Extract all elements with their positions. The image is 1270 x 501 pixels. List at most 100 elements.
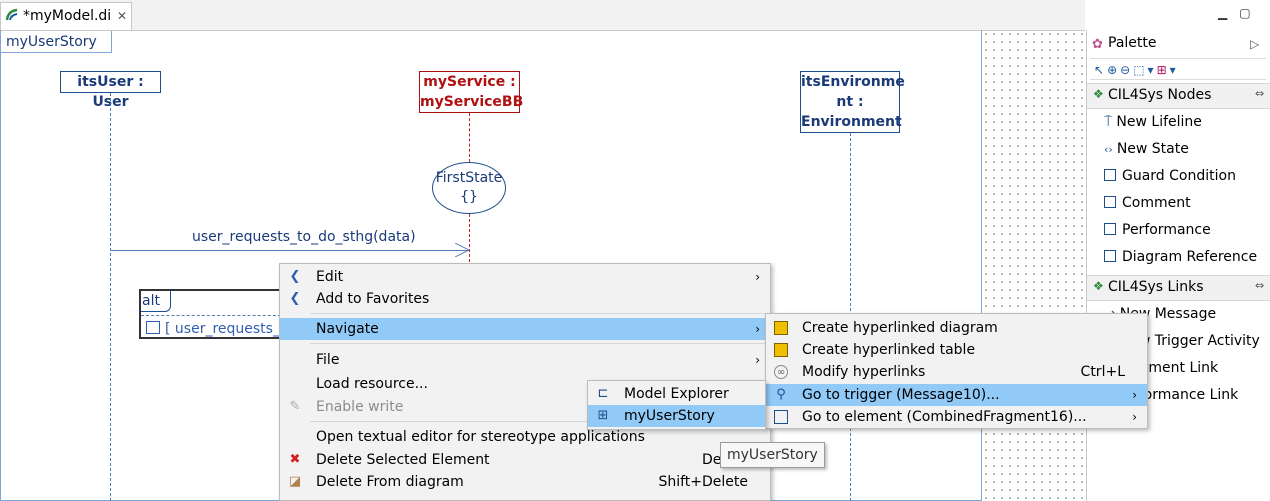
guard-text: [ user_requests_to [165,321,295,337]
performance-tool-icon [1104,223,1116,235]
menu-item-navigate[interactable]: Navigate › [280,318,770,340]
lifeline-label-line3: Environment [801,114,902,130]
eraser-icon: ◪ [288,474,302,489]
maximize-icon[interactable]: ▢ [1239,6,1263,20]
drawer-label: CIL4Sys Nodes [1108,87,1212,103]
palette-collapse-icon[interactable]: ▷ [1250,37,1260,51]
state-name: FirstState [435,170,503,186]
menu-item-label: myUserStory [624,408,715,424]
lifeline-its-environment[interactable]: itsEnvironme nt : Environment [800,71,905,133]
edit-icon: ❮ [289,269,301,284]
menu-item-label: Modify hyperlinks [802,364,926,380]
menu-item-label: Open textual editor for stereotype appli… [316,429,645,445]
menu-item-shortcut: Ctrl+L [1080,364,1125,380]
palette-drawer-links[interactable]: ❖ CIL4Sys Links ⇔ [1087,275,1270,301]
palette-title: Palette [1108,35,1157,51]
menu-item-model-explorer[interactable]: ⊏ Model Explorer [588,383,765,405]
papyrus-icon [5,8,18,21]
lifeline-label-line1: itsEnvironme [801,74,905,90]
interaction-frame-label[interactable]: myUserStory [0,31,112,53]
menu-item-go-to-trigger[interactable]: ⚲ Go to trigger (Message10)... › [766,384,1147,406]
guard-icon [146,321,160,334]
lifeline-my-service-line [469,113,470,162]
drawer-icon: ❖ [1093,279,1104,293]
fragment-guard[interactable]: [ user_requests_to [146,321,294,337]
menu-item-label: Enable write [316,399,404,415]
select-tool-icon[interactable]: ↖ [1094,63,1108,77]
message-label[interactable]: user_requests_to_do_sthg(data) [192,229,416,245]
search-icon: ⚲ [776,387,786,402]
menu-item-label: Add to Favorites [316,291,430,307]
zoom-in-icon[interactable]: ⊕ [1107,63,1121,77]
tool-label: Performance [1122,222,1211,238]
menu-item-label: Create hyperlinked diagram [802,320,998,336]
editor-tab-bar [0,0,1085,31]
message-line[interactable] [111,250,469,251]
fragment-operator: alt [141,290,171,312]
palette-drawer-nodes[interactable]: ❖ CIL4Sys Nodes ⇔ [1087,83,1270,109]
trigger-submenu: ⊏ Model Explorer ⊞ myUserStory [587,380,766,430]
menu-item-label: Create hyperlinked table [802,342,976,358]
menu-item-modify-hyperlinks[interactable]: ∞ Modify hyperlinks Ctrl+L [766,361,1147,383]
menu-item-create-hyperlinked-diagram[interactable]: Create hyperlinked diagram [766,317,1147,339]
palette-tool-new-state[interactable]: ‹›New State [1104,141,1189,157]
drawer-icon: ❖ [1093,87,1104,101]
menu-item-add-to-favorites[interactable]: ❮ Add to Favorites [280,288,770,310]
palette-tool-performance[interactable]: Performance [1104,222,1211,238]
comment-tool-icon [1104,196,1116,208]
message-arrowhead-icon [455,243,469,257]
menu-item-edit[interactable]: ❮ Edit › [280,266,770,288]
palette-icon: ✿ [1092,37,1103,52]
zoom-out-icon[interactable]: ⊖ [1120,63,1134,77]
menu-item-label: Edit [316,269,344,285]
chevron-right-icon: › [1132,388,1137,402]
tool-label: New Lifeline [1116,114,1202,130]
canvas-grid [982,30,1085,501]
combined-fragment[interactable] [139,289,289,339]
lifeline-my-service[interactable]: myService : myServiceBB [419,71,523,113]
navigate-submenu: Create hyperlinked diagram Create hyperl… [765,313,1148,429]
connection-dropdown-icon[interactable]: ▾ [1169,63,1179,77]
menu-item-file[interactable]: File › [280,349,770,371]
palette-tool-new-lifeline[interactable]: ⍑New Lifeline [1104,114,1202,130]
state-body: {} [460,189,478,205]
menu-item-load-resource[interactable]: Load resource... [280,373,770,395]
lifeline-tool-icon: ⍑ [1104,114,1113,130]
tool-label: New State [1116,141,1189,157]
menu-item-create-hyperlinked-table[interactable]: Create hyperlinked table [766,339,1147,361]
menu-item-go-to-element[interactable]: Go to element (CombinedFragment16)... › [766,406,1147,428]
palette-tool-guard-condition[interactable]: Guard Condition [1104,168,1236,184]
palette-tool-diagram-reference[interactable]: Diagram Reference [1104,249,1257,265]
menu-item-label: Go to element (CombinedFragment16)... [802,409,1087,425]
lifeline-its-user-line [110,93,111,501]
marquee-icon[interactable]: ⬚ [1133,63,1148,77]
menu-item-delete-selected[interactable]: ✖ Delete Selected Element Delete [280,449,770,471]
lifeline-label: itsUser : User [77,74,144,110]
editor-tab[interactable]: *myModel.di ✕ [0,2,132,30]
connection-tool-icon[interactable]: ⊞ [1156,63,1170,77]
guard-tool-icon [1104,169,1116,181]
tool-label: Comment [1122,195,1191,211]
marquee-dropdown-icon[interactable]: ▾ [1147,63,1157,77]
menu-item-enable-write: ✎ Enable write [280,396,770,418]
lifeline-its-user[interactable]: itsUser : User [60,71,161,110]
minimize-icon[interactable]: ▁ [1218,6,1240,20]
fragment-divider [141,315,286,316]
menu-item-label: File [316,352,340,368]
hyperlinked-diagram-icon [774,321,788,335]
model-explorer-icon: ⊏ [597,386,609,401]
menu-item-open-textual-editor[interactable]: Open textual editor for stereotype appli… [280,426,770,448]
menu-item-shortcut: Shift+Delete [658,474,748,490]
palette-toolbar: ↖⊕⊖⬚▾⊞▾ [1090,58,1266,80]
diagram-reference-tool-icon [1104,250,1116,262]
close-icon[interactable]: ✕ [116,9,127,23]
menu-item-delete-from-diagram[interactable]: ◪ Delete From diagram Shift+Delete [280,471,770,493]
state-first-state[interactable]: FirstState {} [432,162,506,214]
editor-tab-title: *myModel.di [23,8,112,24]
hyperlinked-table-icon [774,343,788,357]
chevron-right-icon: › [755,270,760,284]
menu-item-label: Delete From diagram [316,474,464,490]
tool-label: Guard Condition [1122,168,1236,184]
palette-tool-comment[interactable]: Comment [1104,195,1191,211]
menu-item-my-user-story[interactable]: ⊞ myUserStory [588,405,765,427]
